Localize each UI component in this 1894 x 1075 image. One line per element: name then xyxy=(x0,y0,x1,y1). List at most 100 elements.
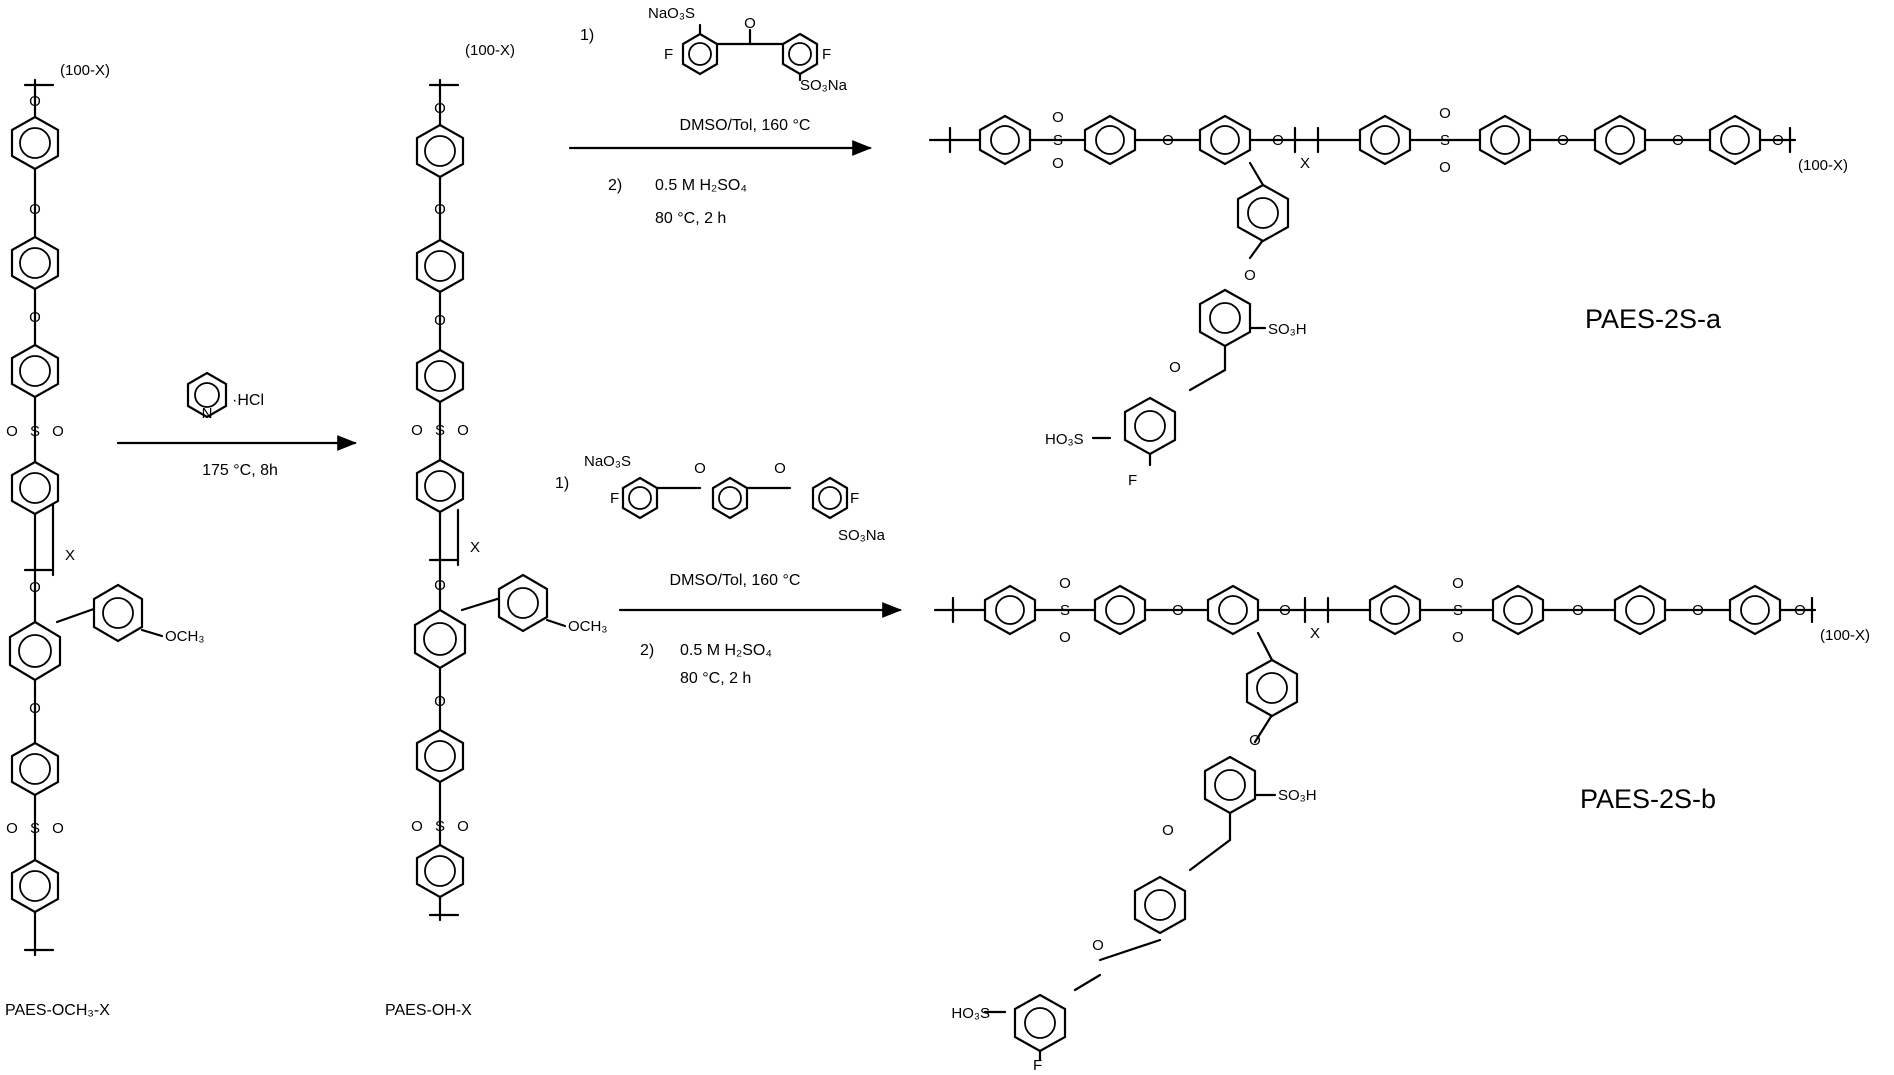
repeat-subscript: (100-X) xyxy=(1798,157,1848,174)
oxygen-atom: O xyxy=(1169,359,1181,376)
conditions-temperature: 80 °C, 2 h xyxy=(680,670,751,687)
ring xyxy=(1593,114,1647,166)
fluorine-atom: F xyxy=(850,490,859,507)
oxygen-atom: O xyxy=(1092,937,1104,954)
sulfonic-acid-label: HO₃S xyxy=(951,1005,990,1022)
ring xyxy=(1245,658,1299,718)
sulfur-atom: S xyxy=(1440,132,1450,149)
oxygen-atom: O xyxy=(1692,602,1704,619)
ring xyxy=(1236,183,1290,243)
oxygen-atom: O xyxy=(1794,602,1806,619)
paes-och3-atoms: O O O O S O O O O S O OCH₃ X (100-X) xyxy=(6,62,204,837)
ring xyxy=(1198,114,1252,166)
paes-2s-b-atoms: O S O O O X O S O O O O (100-X) O SO₃H O… xyxy=(951,575,1870,1074)
oxygen-atom: O xyxy=(1279,602,1291,619)
oxygen-atom: O xyxy=(434,312,446,329)
oxygen-atom: O xyxy=(1162,132,1174,149)
oxygen-atom: O xyxy=(1772,132,1784,149)
x-subscript: X xyxy=(1300,155,1310,172)
oxygen-atom: O xyxy=(1452,629,1464,646)
ring xyxy=(1368,584,1422,636)
step1-conditions: 175 °C, 8h xyxy=(202,462,278,479)
ring xyxy=(415,123,465,179)
oxygen-atom: O xyxy=(434,201,446,218)
start-compound-label: PAES-OCH₃-X xyxy=(5,1002,110,1019)
sulfur-atom: S xyxy=(30,423,40,440)
sulfur-atom: S xyxy=(1060,602,1070,619)
reagent-label: NaO₃S xyxy=(648,5,695,22)
ring xyxy=(10,858,60,914)
oxygen-atom: O xyxy=(1672,132,1684,149)
ring xyxy=(10,235,60,291)
ring xyxy=(681,32,719,76)
repeat-subscript: (100-X) xyxy=(60,62,110,79)
oxygen-atom: O xyxy=(434,693,446,710)
product-a-label: PAES-2S-a xyxy=(1585,304,1722,334)
ring xyxy=(415,728,465,784)
ring xyxy=(1198,288,1252,348)
paes-och3-structure xyxy=(8,78,164,957)
ring xyxy=(1491,584,1545,636)
ring xyxy=(10,741,60,797)
oxygen-atom: O xyxy=(1052,155,1064,172)
ring xyxy=(1093,584,1147,636)
oxygen-atom: O xyxy=(1439,105,1451,122)
ring xyxy=(711,476,749,520)
oxygen-atom: O xyxy=(29,579,41,596)
pyridine-ring xyxy=(186,371,228,419)
reagent-label: SO₃Na xyxy=(800,77,848,94)
oxygen-atom: O xyxy=(52,423,64,440)
fluorine-atom: F xyxy=(1033,1057,1042,1074)
ring xyxy=(983,584,1037,636)
oxygen-atom: O xyxy=(1059,575,1071,592)
sulfur-atom: S xyxy=(435,818,445,835)
ring xyxy=(413,608,467,670)
oxygen-atom: O xyxy=(1572,602,1584,619)
pyridine-hcl-label: ·HCl xyxy=(232,392,264,409)
ring xyxy=(415,458,465,514)
intermediate-compound-label: PAES-OH-X xyxy=(385,1002,472,1019)
paes-2s-a-atoms: O S O O O X O S O O O O (100-X) O SO₃H O… xyxy=(1045,105,1848,489)
x-subscript: X xyxy=(1310,625,1320,642)
ring xyxy=(621,476,659,520)
oxygen-atom: O xyxy=(6,820,18,837)
reagent-label: SO₃Na xyxy=(838,527,886,544)
ring xyxy=(8,620,62,682)
oxygen-atom: O xyxy=(1439,159,1451,176)
paes-oh-atoms: O O O O S O O O O S O OCH₃ X (100-X) xyxy=(411,42,607,835)
sulfur-atom: S xyxy=(1053,132,1063,149)
oxygen-atom: O xyxy=(694,460,706,477)
methoxy-label: OCH₃ xyxy=(165,628,204,645)
oxygen-atom: O xyxy=(411,422,423,439)
oxygen-atom: O xyxy=(457,422,469,439)
ring xyxy=(1358,114,1412,166)
fluorine-atom: F xyxy=(664,46,673,63)
ring xyxy=(1083,114,1137,166)
ring xyxy=(497,573,549,633)
ring xyxy=(1206,584,1260,636)
conditions-solvent: DMSO/Tol, 160 °C xyxy=(670,572,801,589)
reagent-label: NaO₃S xyxy=(584,453,631,470)
sulfur-atom: S xyxy=(435,422,445,439)
conditions-acid: 0.5 M H₂SO₄ xyxy=(680,642,772,659)
oxygen-atom: O xyxy=(1052,109,1064,126)
ring xyxy=(1203,755,1257,815)
step2b-arrow: 1) NaO₃S F O O F SO₃Na DMSO/Tol, 160 °C … xyxy=(555,453,902,687)
ring xyxy=(1133,875,1187,935)
repeat-subscript: (100-X) xyxy=(1820,627,1870,644)
sulfonic-acid-label: HO₃S xyxy=(1045,431,1084,448)
conditions-temperature: 80 °C, 2 h xyxy=(655,210,726,227)
ring xyxy=(1613,584,1667,636)
step-number: 1) xyxy=(580,27,594,44)
fluorine-atom: F xyxy=(1128,472,1137,489)
oxygen-atom: O xyxy=(29,309,41,326)
repeat-subscript: (100-X) xyxy=(465,42,515,59)
oxygen-atom: O xyxy=(29,700,41,717)
ring xyxy=(1013,993,1067,1053)
conditions-acid: 0.5 M H₂SO₄ xyxy=(655,177,747,194)
oxygen-atom: O xyxy=(1172,602,1184,619)
paes-2s-b-structure xyxy=(933,584,1817,1062)
step-number: 2) xyxy=(608,177,622,194)
methoxy-label: OCH₃ xyxy=(568,618,607,635)
